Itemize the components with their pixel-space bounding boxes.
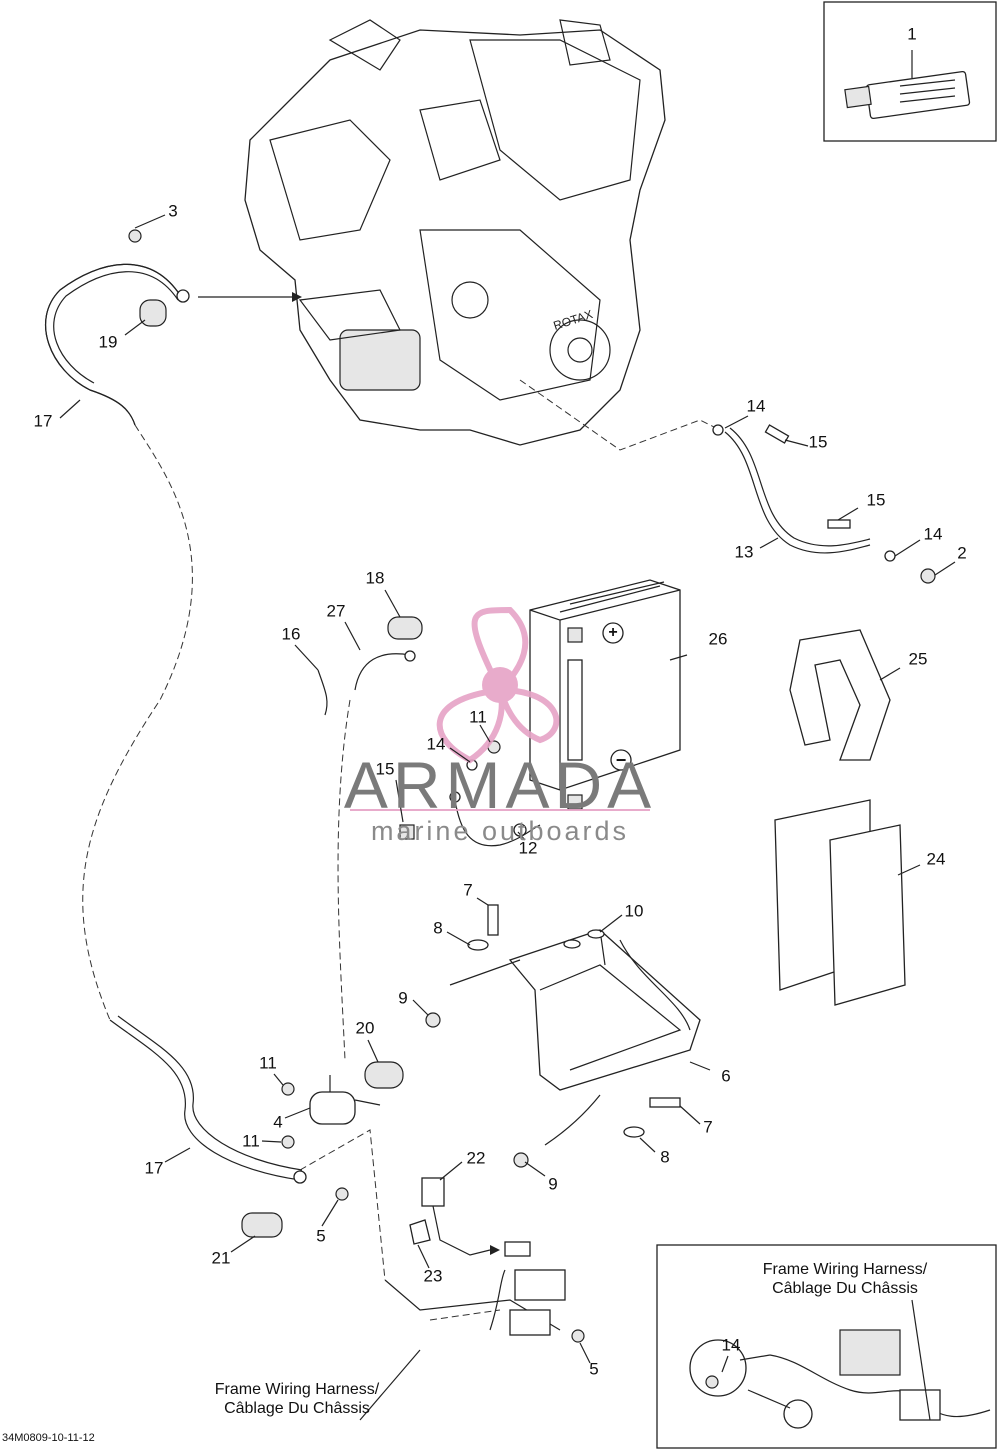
washer-8-lower-icon bbox=[623, 1126, 645, 1138]
callout-10: 10 bbox=[624, 901, 644, 921]
battery-26-icon bbox=[529, 579, 681, 810]
boot-19-icon bbox=[139, 299, 167, 327]
callout-16: 16 bbox=[281, 624, 301, 644]
callout-14-right: 14 bbox=[923, 524, 943, 544]
callout-12: 12 bbox=[518, 838, 538, 858]
inset-sealant-box bbox=[823, 1, 997, 142]
relay-22-icon bbox=[421, 1177, 531, 1257]
document-id: 34M0809-10-11-12 bbox=[2, 1432, 95, 1444]
inset-harness-box bbox=[656, 1244, 997, 1449]
callout-11-lower: 11 bbox=[242, 1131, 260, 1151]
callout-24: 24 bbox=[926, 849, 946, 869]
callout-23: 23 bbox=[423, 1266, 443, 1286]
callout-14-upper: 14 bbox=[746, 396, 766, 416]
harness-caption-inset: Frame Wiring Harness/ Câblage Du Châssis bbox=[763, 1260, 927, 1298]
harness-caption-main-line1: Frame Wiring Harness/ bbox=[214, 1381, 380, 1398]
ground-cable-13 bbox=[519, 379, 936, 584]
callout-2: 2 bbox=[957, 543, 967, 563]
callout-14-battery: 14 bbox=[426, 734, 446, 754]
battery-positive-symbol: + bbox=[608, 624, 618, 641]
callout-19: 19 bbox=[98, 332, 118, 352]
bolt-15-lower-icon bbox=[827, 519, 851, 529]
battery-tray-6-icon bbox=[449, 929, 701, 1146]
callout-11-battery: 11 bbox=[469, 707, 487, 727]
nut-3-icon bbox=[128, 229, 142, 243]
callout-22: 22 bbox=[466, 1148, 486, 1168]
leader-lines bbox=[59, 214, 956, 1373]
nut-9-lower-icon bbox=[513, 1152, 529, 1168]
washer-8-upper-icon bbox=[467, 939, 489, 951]
callout-4: 4 bbox=[273, 1112, 283, 1132]
bolt-7-upper-icon bbox=[487, 904, 499, 936]
callout-15-upper: 15 bbox=[808, 432, 828, 452]
callout-11-upper: 11 bbox=[259, 1053, 277, 1073]
watermark-brand: ARMADA bbox=[343, 748, 657, 822]
harness-caption-inset-line2: Câblage Du Châssis bbox=[772, 1280, 918, 1298]
watermark-propeller-icon bbox=[350, 606, 650, 811]
boot-21-icon bbox=[241, 1212, 283, 1238]
bolt-7-lower-icon bbox=[649, 1097, 681, 1108]
callout-21: 21 bbox=[211, 1248, 231, 1268]
engine-assembly-icon: ROTAX bbox=[244, 19, 666, 446]
callout-13: 13 bbox=[734, 542, 754, 562]
battery-strap-25-icon bbox=[789, 629, 891, 761]
callout-9-lower: 9 bbox=[548, 1174, 558, 1194]
nut-5-upper-icon bbox=[335, 1187, 349, 1201]
nut-5-lower-icon bbox=[571, 1329, 585, 1343]
watermark-tagline: marine outboards bbox=[370, 816, 630, 846]
callout-5-upper: 5 bbox=[316, 1226, 326, 1246]
callout-27: 27 bbox=[326, 601, 346, 621]
callout-17-upper: 17 bbox=[33, 411, 53, 431]
boot-18-icon bbox=[387, 616, 423, 640]
harness-caption-main-line2: Câblage Du Châssis bbox=[224, 1400, 370, 1418]
harness-caption-main: Frame Wiring Harness/ Câblage Du Châssis bbox=[215, 1380, 379, 1418]
callout-25: 25 bbox=[908, 649, 928, 669]
bracket-23-icon bbox=[409, 1219, 431, 1245]
positive-cable-27 bbox=[317, 650, 416, 1061]
callout-15-right: 15 bbox=[866, 490, 886, 510]
callout-3: 3 bbox=[168, 201, 178, 221]
callout-9-upper: 9 bbox=[398, 988, 408, 1008]
callout-1: 1 bbox=[907, 24, 917, 44]
nut-9-upper-icon bbox=[425, 1012, 441, 1028]
callout-18: 18 bbox=[365, 568, 385, 588]
sealant-tube-icon bbox=[844, 70, 971, 120]
battery-cover-24-icon bbox=[774, 799, 906, 1006]
callout-8-lower: 8 bbox=[660, 1147, 670, 1167]
callout-8-upper: 8 bbox=[433, 918, 443, 938]
callout-26: 26 bbox=[708, 629, 728, 649]
boot-20-icon bbox=[364, 1061, 404, 1089]
harness-caption-inset-line1: Frame Wiring Harness/ bbox=[762, 1261, 928, 1278]
callout-6: 6 bbox=[721, 1066, 731, 1086]
ground-cable-17 bbox=[44, 263, 307, 1184]
callout-7-lower: 7 bbox=[703, 1117, 713, 1137]
callout-7-upper: 7 bbox=[463, 880, 473, 900]
battery-negative-symbol: − bbox=[615, 750, 627, 770]
callout-14-inset: 14 bbox=[721, 1335, 741, 1355]
callout-17-lower: 17 bbox=[144, 1158, 164, 1178]
frame-harness-main bbox=[359, 1269, 566, 1421]
bolt-15-upper-icon bbox=[764, 424, 790, 444]
callout-15-battery: 15 bbox=[375, 759, 395, 779]
callout-20: 20 bbox=[355, 1018, 375, 1038]
callout-5-lower: 5 bbox=[589, 1359, 599, 1379]
washers-10-icon bbox=[563, 929, 605, 949]
